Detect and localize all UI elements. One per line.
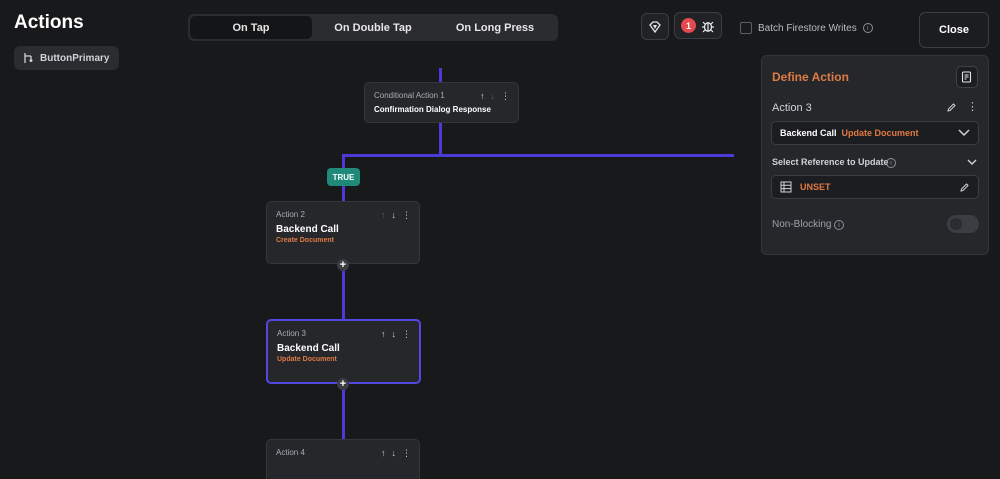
reference-label: Select Reference to Update (772, 157, 889, 167)
flow-line-branch (342, 154, 734, 157)
define-action-panel: Define Action Action 3 ⋮ Backend Call Up… (761, 55, 989, 255)
pencil-icon[interactable] (946, 102, 957, 113)
flow-line-3-4 (342, 385, 345, 440)
info-icon[interactable]: i (834, 220, 844, 230)
panel-title: Define Action (772, 70, 849, 84)
move-up-icon[interactable]: ↑ (381, 329, 386, 339)
reference-field[interactable]: UNSET (771, 175, 979, 199)
batch-writes-option: Batch Firestore Writes i (740, 22, 873, 34)
batch-writes-label: Batch Firestore Writes (758, 22, 857, 34)
non-blocking-label: Non-Blocking (772, 219, 832, 230)
tab-on-tap[interactable]: On Tap (190, 16, 312, 39)
action-doc-button[interactable] (956, 66, 978, 88)
more-icon[interactable]: ⋮ (402, 210, 411, 220)
action-type: Backend Call (780, 128, 837, 138)
move-up-icon[interactable]: ↑ (480, 91, 485, 101)
bug-icon (702, 21, 714, 32)
toggle-knob (950, 218, 962, 230)
action-type-select[interactable]: Backend Call Update Document (771, 121, 979, 145)
action-name: Action 3 (772, 102, 812, 114)
node-label: Conditional Action 1 (374, 91, 445, 100)
widget-name: ButtonPrimary (40, 52, 110, 64)
move-down-icon[interactable]: ↓ (490, 91, 496, 101)
node-subtitle: Update Document (277, 356, 337, 363)
conditional-action-node[interactable]: Conditional Action 1 Confirmation Dialog… (364, 82, 519, 123)
debug-button[interactable]: 1 (674, 12, 722, 39)
node-label: Action 2 (276, 210, 305, 219)
ai-assist-button[interactable] (641, 13, 669, 40)
flow-line-conditional (439, 122, 442, 157)
non-blocking-toggle[interactable] (947, 215, 979, 233)
move-up-icon[interactable]: ↑ (381, 210, 386, 220)
chevron-down-icon (958, 129, 970, 137)
flow-line-top (439, 68, 442, 82)
node-label: Action 4 (276, 448, 305, 457)
chevron-down-icon[interactable] (967, 159, 977, 166)
add-action-button[interactable]: + (337, 259, 349, 271)
true-branch-tag: TRUE (327, 168, 360, 186)
move-down-icon[interactable]: ↓ (391, 329, 397, 339)
pencil-icon[interactable] (959, 182, 970, 193)
node-title: Backend Call (276, 224, 339, 235)
tab-on-double-tap[interactable]: On Double Tap (334, 21, 412, 34)
diamond-sparkle-icon (649, 20, 661, 33)
close-button[interactable]: Close (919, 12, 989, 48)
node-title: Confirmation Dialog Response (374, 105, 491, 114)
document-edit-icon (961, 71, 972, 83)
node-title: Backend Call (277, 343, 340, 354)
info-icon[interactable]: i (886, 158, 896, 168)
move-up-icon[interactable]: ↑ (381, 448, 386, 458)
more-icon[interactable]: ⋮ (967, 101, 978, 113)
widget-tree-icon (24, 53, 33, 63)
more-icon[interactable]: ⋮ (402, 448, 411, 458)
move-down-icon[interactable]: ↓ (391, 448, 397, 458)
trigger-tabs: On Tap On Double Tap On Long Press (188, 14, 558, 41)
table-icon (780, 181, 792, 193)
batch-writes-checkbox[interactable] (740, 22, 752, 34)
flow-line-2-3 (342, 265, 345, 320)
action-node-4[interactable]: Action 4 ↑ ↓ ⋮ (266, 439, 420, 479)
action-node-2[interactable]: Action 2 Backend Call Create Document ↑ … (266, 201, 420, 264)
reference-value: UNSET (800, 182, 831, 192)
action-node-3[interactable]: Action 3 Backend Call Update Document ↑ … (266, 319, 421, 384)
more-icon[interactable]: ⋮ (402, 329, 411, 339)
info-icon[interactable]: i (862, 23, 873, 33)
action-subtype: Update Document (841, 128, 919, 138)
tab-on-long-press[interactable]: On Long Press (455, 21, 535, 34)
more-icon[interactable]: ⋮ (501, 91, 510, 101)
add-action-button[interactable]: + (337, 378, 349, 390)
node-label: Action 3 (277, 329, 306, 338)
page-title: Actions (14, 12, 84, 33)
node-subtitle: Create Document (276, 237, 334, 244)
move-down-icon[interactable]: ↓ (391, 210, 397, 220)
widget-chip[interactable]: ButtonPrimary (14, 46, 120, 70)
issue-count-badge: 1 (681, 18, 696, 33)
